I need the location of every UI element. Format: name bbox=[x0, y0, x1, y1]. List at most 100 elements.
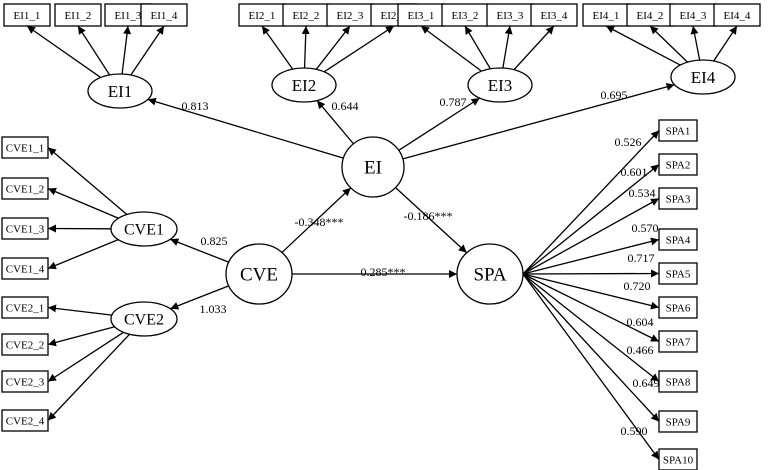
indicator-box-cve1-4 bbox=[1, 257, 49, 280]
loading-label-spa2: 0.601 bbox=[621, 165, 648, 179]
indicator-box-cve1-1 bbox=[1, 136, 49, 159]
loading-cve2-3 bbox=[47, 331, 124, 383]
loading-label-ei-ei1: 0.813 bbox=[182, 99, 209, 113]
path-label-cve-ei: -0.348*** bbox=[295, 215, 344, 229]
indicator-label-ei2-1: EI2_1 bbox=[249, 10, 276, 22]
loading-ei4-1 bbox=[605, 25, 681, 66]
loading-spa1 bbox=[522, 130, 660, 275]
loading-ei2-3 bbox=[315, 25, 351, 70]
loading-label-ei-ei4: 0.695 bbox=[601, 88, 628, 102]
indicator-label-spa10: SPA10 bbox=[663, 454, 694, 466]
indicator-box-spa4 bbox=[658, 228, 698, 251]
indicator-label-spa6: SPA6 bbox=[666, 302, 691, 314]
indicator-box-cve2-3 bbox=[1, 370, 49, 393]
loading-ei1-2 bbox=[77, 25, 111, 76]
loading-label-ei-ei2: 0.644 bbox=[332, 99, 359, 113]
latent-label-ei: EI bbox=[364, 158, 382, 179]
loading-label-spa9: 0.649 bbox=[633, 376, 660, 390]
path-label-cve-spa: 0.285*** bbox=[361, 265, 406, 279]
indicator-box-ei4-4 bbox=[713, 3, 761, 27]
latent-ei4 bbox=[670, 59, 736, 95]
loading-label-spa8: 0.466 bbox=[627, 343, 654, 357]
indicator-label-ei1-2: EI1_2 bbox=[65, 10, 92, 22]
indicator-box-cve1-2 bbox=[1, 177, 49, 200]
indicator-label-spa1: SPA1 bbox=[666, 125, 691, 137]
loading-cve1-1 bbox=[47, 147, 128, 215]
latent-cve1 bbox=[110, 211, 178, 247]
latent-label-ei3: EI3 bbox=[488, 76, 513, 95]
indicator-label-spa7: SPA7 bbox=[666, 336, 691, 348]
indicator-label-cve1-2: CVE1_2 bbox=[6, 183, 45, 195]
path-cve-to-cve1 bbox=[170, 238, 229, 263]
loading-label-spa1: 0.526 bbox=[615, 135, 642, 149]
loading-ei3-3 bbox=[502, 25, 513, 69]
loading-spa5 bbox=[522, 269, 660, 278]
loading-ei4-3 bbox=[690, 25, 701, 61]
indicator-label-ei1-1: EI1_1 bbox=[14, 10, 41, 22]
indicator-label-ei2-2: EI2_2 bbox=[293, 10, 320, 22]
indicator-box-spa5 bbox=[658, 262, 698, 285]
indicator-label-spa5: SPA5 bbox=[666, 268, 691, 280]
loading-spa4 bbox=[522, 237, 660, 275]
loading-ei2-2 bbox=[301, 25, 310, 69]
indicator-label-ei3-2: EI3_2 bbox=[452, 10, 479, 22]
loading-spa8 bbox=[522, 273, 660, 383]
loading-cve1-4 bbox=[47, 239, 119, 270]
indicator-label-spa8: SPA8 bbox=[666, 376, 691, 388]
loading-ei3-2 bbox=[464, 25, 491, 70]
loading-cve1-2 bbox=[47, 187, 119, 219]
loading-ei2-1 bbox=[261, 25, 294, 70]
indicator-box-spa9 bbox=[658, 410, 698, 433]
loading-spa10 bbox=[522, 273, 660, 460]
loading-cve2-4 bbox=[47, 333, 131, 421]
indicator-box-spa1 bbox=[658, 119, 698, 142]
latent-label-ei2: EI2 bbox=[292, 76, 317, 95]
indicator-label-ei2-3: EI2_3 bbox=[337, 10, 364, 22]
indicator-label-cve2-3: CVE2_3 bbox=[6, 376, 45, 388]
loading-ei1-1 bbox=[26, 25, 102, 78]
loading-ei3-4 bbox=[513, 25, 555, 71]
latent-label-cve2: CVE2 bbox=[124, 312, 164, 329]
path-ei-to-ei1 bbox=[147, 97, 344, 159]
loading-label-spa10: 0.590 bbox=[621, 424, 648, 438]
latent-label-cve1: CVE1 bbox=[124, 222, 164, 239]
indicator-box-cve2-1 bbox=[1, 296, 49, 319]
indicator-label-ei3-1: EI3_1 bbox=[408, 10, 435, 22]
indicator-label-cve2-2: CVE2_2 bbox=[6, 339, 45, 351]
indicator-box-spa7 bbox=[658, 330, 698, 353]
loading-spa3 bbox=[522, 197, 660, 275]
indicator-label-cve1-3: CVE1_3 bbox=[6, 223, 45, 235]
indicator-label-spa9: SPA9 bbox=[666, 416, 691, 428]
path-ei-to-ei4 bbox=[402, 83, 675, 160]
indicator-label-cve2-1: CVE2_1 bbox=[6, 302, 45, 314]
path-ei-to-ei3 bbox=[398, 97, 481, 151]
latent-cve bbox=[225, 243, 293, 305]
indicator-label-ei1-3: EI1_3 bbox=[115, 10, 142, 22]
loading-ei4-2 bbox=[649, 25, 688, 63]
path-cve-to-cve2 bbox=[170, 285, 229, 310]
indicator-label-spa3: SPA3 bbox=[666, 193, 691, 205]
indicator-label-spa2: SPA2 bbox=[666, 159, 691, 171]
loading-label-ei-ei3: 0.787 bbox=[440, 95, 467, 109]
loading-label-spa4: 0.570 bbox=[632, 221, 659, 235]
loading-label-cve-cve1: 0.825 bbox=[201, 234, 228, 248]
path-ei-to-ei2 bbox=[316, 100, 354, 145]
indicator-box-spa8 bbox=[658, 370, 698, 393]
loading-ei1-4 bbox=[130, 25, 165, 76]
indicator-label-ei4-1: EI4_1 bbox=[593, 10, 620, 22]
loading-ei4-4 bbox=[713, 25, 738, 62]
loading-label-cve-cve2: 1.033 bbox=[200, 302, 227, 316]
indicator-box-ei1-4 bbox=[140, 3, 188, 27]
indicator-label-ei4-4: EI4_4 bbox=[724, 10, 751, 22]
indicator-box-cve1-3 bbox=[1, 217, 49, 240]
indicator-box-ei1-1 bbox=[3, 3, 51, 27]
loading-ei2-4 bbox=[323, 25, 395, 73]
latent-ei2 bbox=[271, 67, 337, 103]
loading-label-spa5: 0.717 bbox=[628, 251, 655, 265]
indicator-label-spa4: SPA4 bbox=[666, 234, 691, 246]
latent-ei3 bbox=[467, 67, 533, 103]
path-label-ei-spa: -0.186*** bbox=[404, 209, 453, 223]
latent-label-ei4: EI4 bbox=[691, 68, 716, 87]
indicator-label-ei4-2: EI4_2 bbox=[637, 10, 664, 22]
